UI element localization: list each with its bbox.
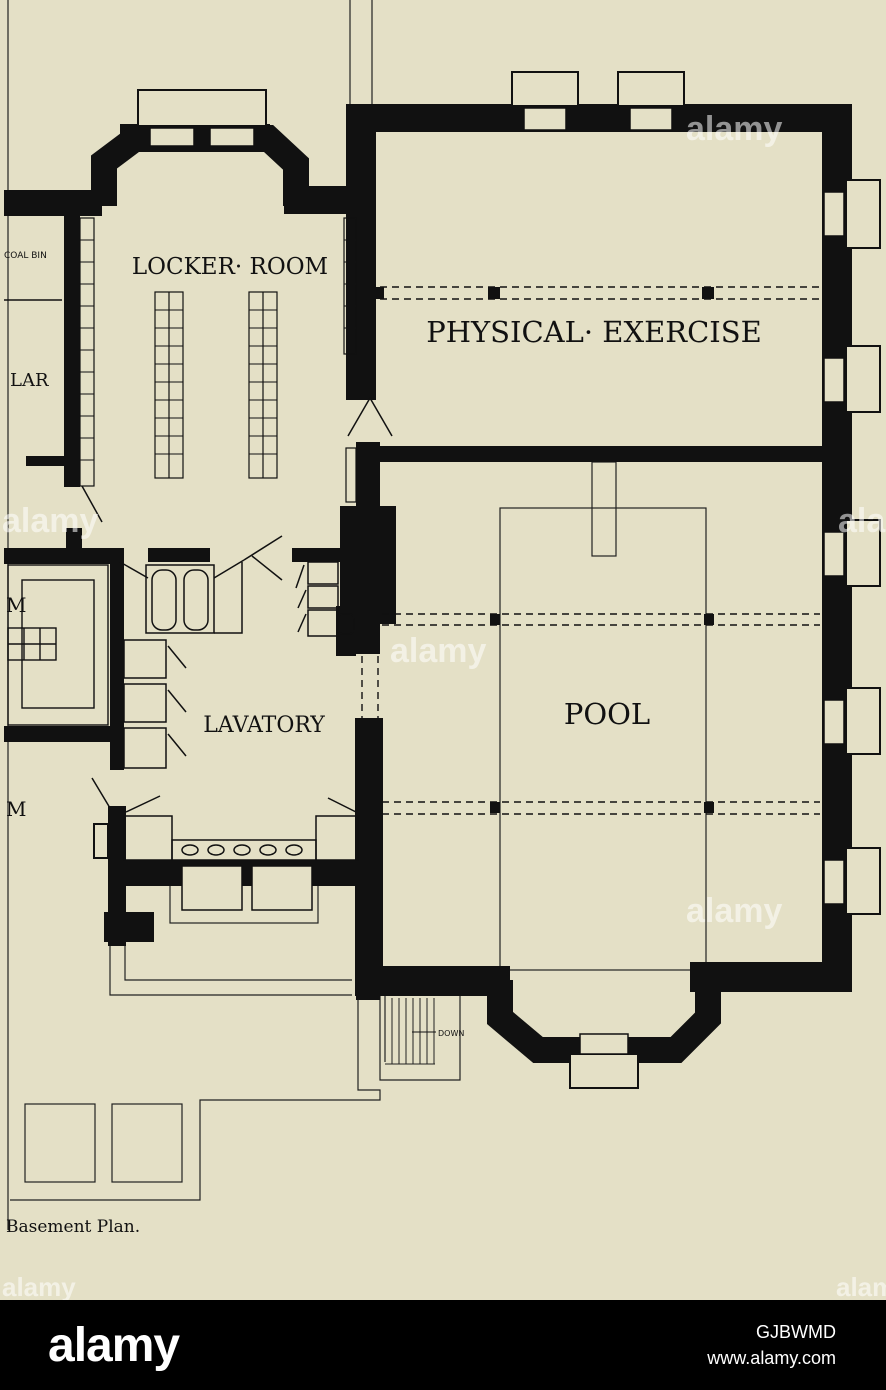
lavatory-label: LAVATORY [203,713,325,738]
stair-treads [385,998,435,1065]
basement-floor-plan: LOCKER· ROOM PHYSICAL· EXERCISE POOL LAV… [2,0,886,1300]
watermark-lower-right: alamy [686,892,782,930]
watermark-top-right: alamy [686,110,782,148]
alamy-logo: alamy [48,1319,180,1372]
heavy-walls [4,104,852,1000]
image-id: GJBWMD [756,1322,836,1342]
room-m-label-top: M [6,593,26,617]
locker-room-label: LOCKER· ROOM [132,254,328,280]
window-frames [93,71,881,1089]
plan-title: Basement Plan. [6,1217,140,1237]
coal-bin-label: COAL BIN [4,251,47,261]
locker-dividers [80,239,356,461]
stair-down-label: DOWN [438,1029,464,1038]
lavatory-fixtures [81,397,393,861]
cellar-label: LAR [10,370,49,391]
watermark-footer-bar: alamy GJBWMD www.alamy.com [0,1300,886,1390]
watermark-mid-right: alamy [838,502,886,540]
watermark-mid-center: alamy [390,632,486,670]
watermark-mid-left: alamy [2,502,98,540]
watermark-bottom-right: alamy [836,1272,886,1300]
site-url: www.alamy.com [707,1348,836,1368]
window-sashes [149,107,845,1055]
cellar-fragment [4,299,109,726]
beam-lines [361,286,820,815]
pool-label: POOL [564,697,650,731]
watermark-bottom-left: alamy [2,1272,76,1300]
physical-exercise-label: PHYSICAL· EXERCISE [426,315,762,349]
room-m-label-bottom: M [6,797,26,821]
columns [376,287,714,813]
lockers [79,217,357,503]
floor-plan-page: LOCKER· ROOM PHYSICAL· EXERCISE POOL LAV… [0,0,886,1300]
